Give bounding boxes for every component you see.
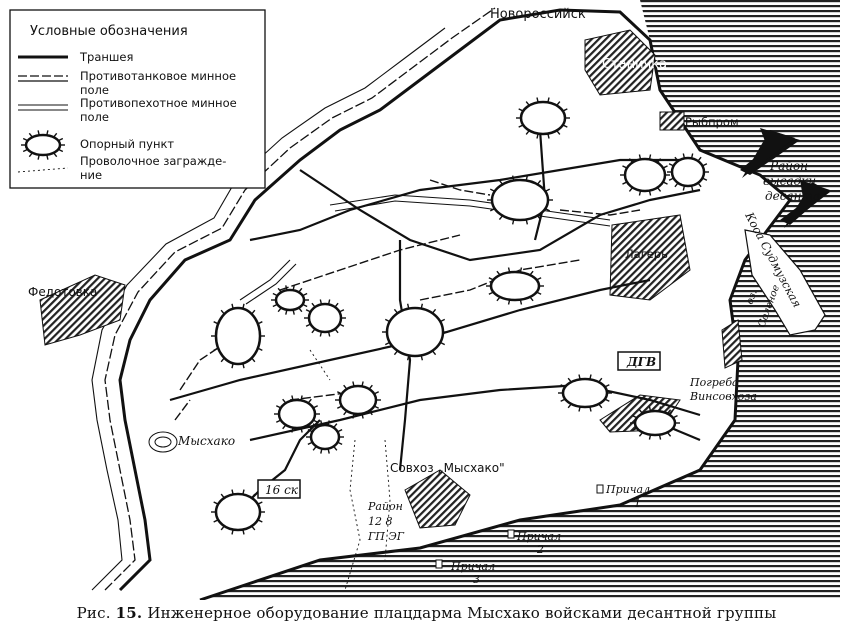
legend-box bbox=[9, 9, 266, 189]
strongpoint bbox=[667, 153, 709, 191]
rybprom-area bbox=[659, 111, 685, 131]
legend-antitank-label-2: поле bbox=[80, 83, 109, 97]
antipersonnel-minefields bbox=[239, 194, 611, 305]
legend-strongpoint-ellipse bbox=[21, 130, 65, 160]
legend: Условные обозначения Траншея Противотанк… bbox=[9, 9, 266, 189]
legend-wire-label-2: ние bbox=[80, 168, 102, 182]
pier-3-label: Причал bbox=[450, 560, 495, 573]
strongpoint bbox=[211, 489, 265, 535]
badge-dgv-box bbox=[617, 351, 661, 371]
legend-title: Условные обозначения bbox=[30, 24, 188, 39]
myskhako-hill bbox=[148, 431, 178, 453]
strongpoint bbox=[487, 175, 553, 225]
pier-3-num: 3 bbox=[473, 573, 480, 586]
label-pogreba: Погреба bbox=[689, 376, 739, 389]
map: Условные обозначения Траншея Противотанк… bbox=[9, 0, 840, 600]
strongpoints bbox=[211, 97, 709, 535]
caption-text: Инженерное оборудование плацдарма Мысхак… bbox=[147, 604, 777, 622]
legend-strongpoint-label: Опорный пункт bbox=[80, 137, 174, 151]
badge-16sk-box bbox=[257, 479, 301, 499]
strongpoint bbox=[271, 285, 309, 315]
strongpoint bbox=[486, 267, 544, 305]
pier-1-num: 1 bbox=[634, 497, 641, 510]
label-ozero: оз. bbox=[744, 288, 759, 306]
strongpoint bbox=[516, 97, 570, 139]
label-landing: Район bbox=[769, 159, 808, 173]
landing-arrow-1 bbox=[742, 130, 795, 178]
landing-arrows bbox=[740, 128, 830, 228]
strongpoint bbox=[620, 154, 670, 196]
pier-2-label: Причал bbox=[516, 530, 561, 543]
pier-2-mark bbox=[507, 529, 515, 539]
pier-1-label: Причал bbox=[605, 483, 650, 496]
wire-obstacles bbox=[309, 349, 391, 591]
strongpoint bbox=[630, 406, 680, 440]
legend-antitank-symbol bbox=[18, 75, 68, 82]
legend-strongpoint-symbol bbox=[21, 130, 65, 160]
strongpoint bbox=[382, 303, 448, 361]
label-gp-area: Район bbox=[367, 500, 403, 513]
strongpoint bbox=[558, 374, 612, 412]
legend-trench-label: Траншея bbox=[79, 50, 133, 64]
legend-antipersonnel-label-2: поле bbox=[80, 110, 109, 124]
pier-3-mark bbox=[435, 559, 443, 569]
label-gp-area-2: 12 8 bbox=[368, 515, 393, 528]
badge-dgv: ДГВ bbox=[626, 355, 656, 369]
stanichka-area bbox=[584, 29, 656, 96]
pier-1-mark bbox=[596, 484, 604, 494]
legend-antipersonnel-label: Противопехотное минное bbox=[80, 96, 237, 110]
legend-antitank-label: Противотанковое минное bbox=[80, 69, 236, 83]
strongpoint bbox=[335, 381, 381, 419]
landing-arrow-2 bbox=[784, 182, 830, 228]
legend-antipersonnel-symbol bbox=[18, 104, 68, 111]
badge-16sk: 16 ск bbox=[265, 483, 299, 497]
caption-prefix: Рис. bbox=[76, 604, 111, 622]
front-minefield-band-outer bbox=[91, 27, 446, 591]
block-east bbox=[721, 319, 743, 369]
label-gp-area-3: ГП ЭГ bbox=[367, 530, 405, 543]
label-landing-3: десанта bbox=[765, 189, 820, 203]
sovkhoz-area bbox=[404, 469, 471, 529]
label-rybprom: Рыбпром bbox=[685, 115, 739, 129]
label-sovkhoz: Совхоз „Мысхако" bbox=[390, 461, 505, 475]
bridgehead-outline bbox=[118, 8, 793, 600]
label-novorossiysk: Новороссийск bbox=[490, 7, 586, 22]
lager-area bbox=[609, 214, 691, 301]
label-stanichka: Станичка bbox=[602, 57, 667, 72]
legend-wire-label: Проволочное загражде- bbox=[80, 154, 226, 168]
label-landing-2: высадки bbox=[763, 174, 816, 188]
strongpoint bbox=[274, 395, 320, 433]
label-fedotovka: Федотовка bbox=[28, 285, 97, 299]
caption-number: 15. bbox=[115, 604, 143, 622]
pier-2-num: 2 bbox=[536, 543, 544, 556]
strongpoint bbox=[211, 303, 265, 369]
label-lager: Лагерь bbox=[625, 247, 668, 261]
legend-wire-symbol bbox=[17, 167, 69, 173]
kosa-spit bbox=[744, 229, 826, 336]
figure-caption: Рис. 15. Инженерное оборудование плацдар… bbox=[0, 600, 853, 626]
strongpoint bbox=[304, 299, 346, 337]
fedotovka-area bbox=[39, 274, 126, 346]
front-minefield-band bbox=[104, 7, 496, 591]
label-myskhako: Мысхако bbox=[177, 434, 235, 448]
strongpoint bbox=[306, 420, 344, 454]
sea-area bbox=[200, 0, 840, 600]
label-pogreba-2: Винсовхоза bbox=[689, 390, 757, 403]
